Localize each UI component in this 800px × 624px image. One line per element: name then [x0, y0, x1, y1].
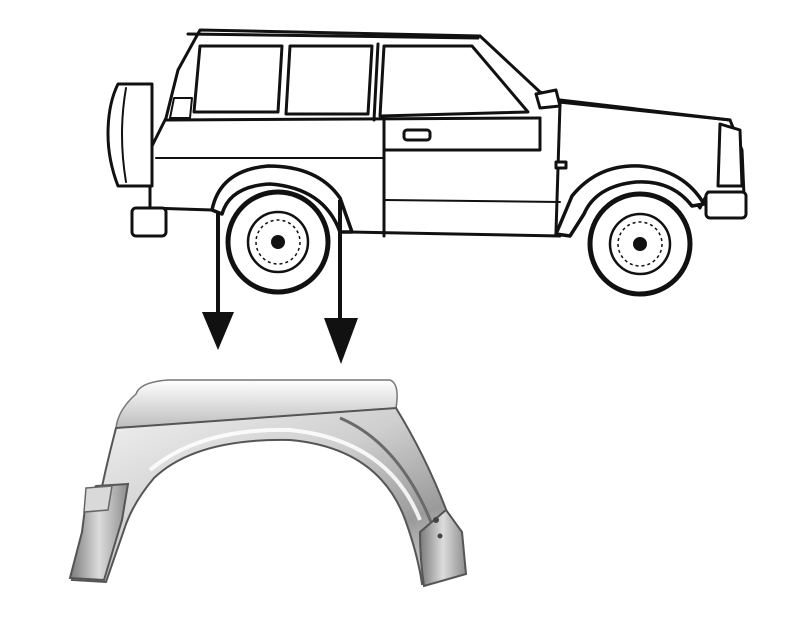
panel-top-flange	[115, 379, 398, 429]
b-pillar	[372, 42, 380, 122]
front-wheel-arch	[554, 164, 706, 238]
panel-arch-body	[70, 406, 466, 586]
vehicle	[106, 28, 748, 238]
rear-window	[192, 44, 284, 114]
wheel-arch-repair-panel	[68, 379, 468, 588]
front-door	[382, 116, 542, 238]
front-wheel	[587, 191, 693, 297]
arrow-down-icon	[324, 318, 358, 364]
rear-bumper	[130, 206, 168, 238]
callout-arrow-right	[324, 200, 358, 364]
panel-right-leg	[418, 508, 468, 588]
rear-wheel-arch	[210, 164, 354, 234]
front-grille	[716, 122, 744, 188]
front-door-window	[378, 44, 530, 118]
beltline	[164, 116, 542, 122]
side-indicator	[554, 160, 568, 170]
rear-wheel	[225, 189, 331, 295]
door-handle	[402, 128, 432, 142]
panel-bolt-hole	[437, 533, 443, 539]
body-line	[155, 157, 561, 203]
spare-tire	[106, 82, 154, 188]
side-mirror	[534, 88, 562, 110]
callout-arrow-left	[202, 212, 234, 350]
middle-window	[284, 44, 374, 116]
panel-bolt-hole	[433, 517, 439, 523]
front-bumper	[704, 190, 748, 220]
panel-left-notch	[83, 485, 113, 513]
arrow-down-icon	[202, 312, 234, 350]
panel-arch-highlight	[148, 427, 422, 521]
quarter-window	[169, 97, 193, 119]
roof-rail	[186, 32, 480, 40]
